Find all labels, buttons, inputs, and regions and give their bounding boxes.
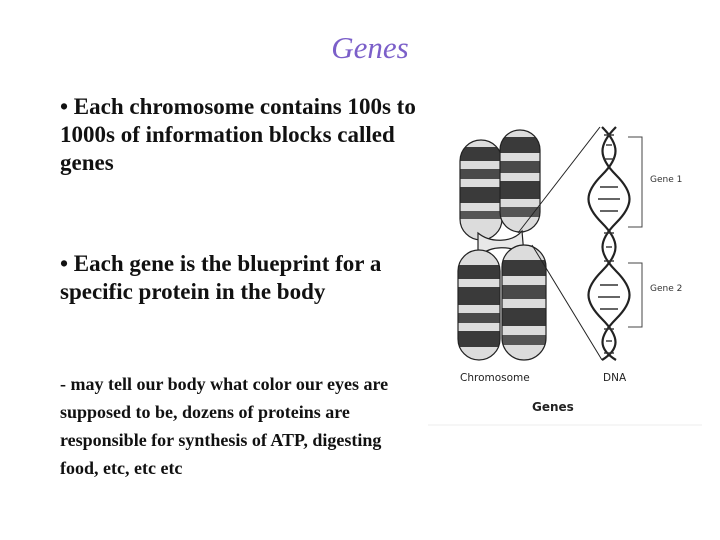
chromosome-dna-diagram: Gene 1 Gene 2 Chromosome DNA Genes	[428, 126, 702, 426]
dna-helix	[587, 126, 631, 361]
chromosome-arm-lower-left	[458, 250, 500, 360]
dna-label: DNA	[603, 372, 627, 384]
gene-1-label: Gene 1	[650, 175, 682, 185]
chromosome-arm-upper-right	[500, 130, 540, 232]
gene-1-bracket	[628, 136, 643, 228]
zoom-line-bottom	[531, 244, 603, 361]
chromosome-dna-figure: Gene 1 Gene 2 Chromosome DNA Genes	[420, 115, 710, 430]
figure-caption: Genes	[532, 400, 574, 414]
bullet-gene-blueprint: • Each gene is the blueprint for a speci…	[60, 251, 382, 304]
zoom-line-top	[517, 126, 601, 234]
bullet-chromosome-genes: • Each chromosome contains 100s to 1000s…	[60, 94, 416, 175]
gene-2-bracket	[628, 262, 643, 328]
chromosome-label: Chromosome	[460, 372, 530, 384]
gene-2-label: Gene 2	[650, 284, 682, 294]
sub-bullet-eye-color: - may tell our body what color our eyes …	[60, 374, 389, 478]
chromosome-shape	[457, 129, 547, 361]
chromosome-arm-upper-left	[460, 140, 502, 240]
chromosome-arm-lower-right	[502, 245, 546, 360]
slide-title: Genes	[331, 30, 409, 65]
